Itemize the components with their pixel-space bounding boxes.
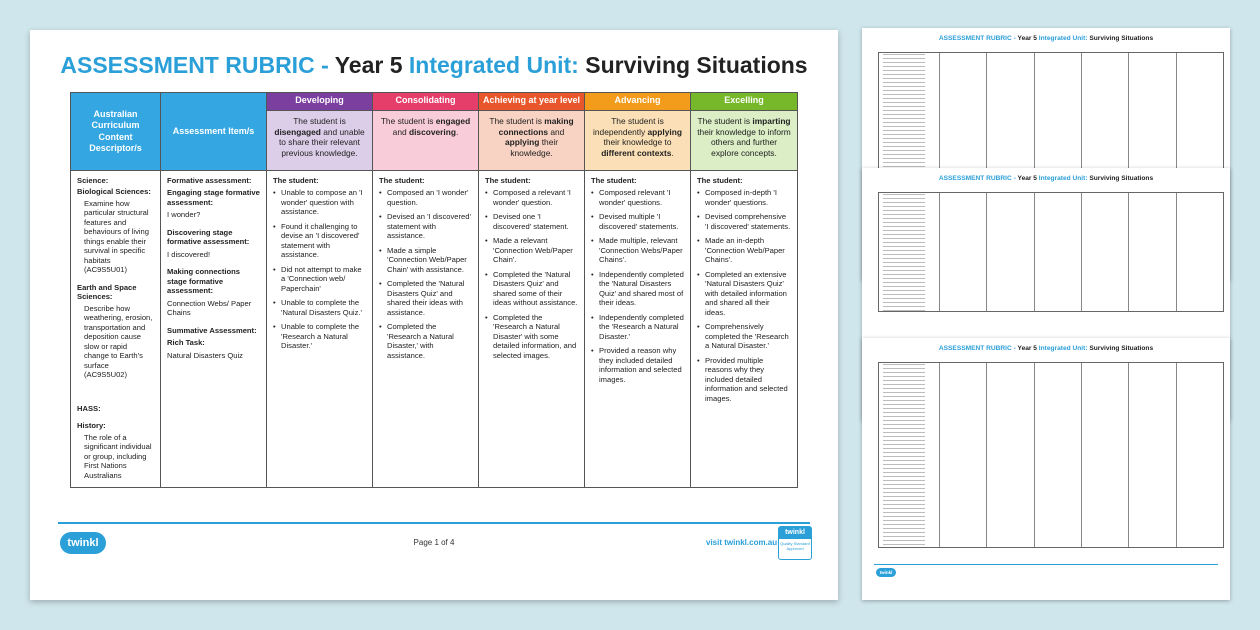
list-item: Unable to complete the 'Natural Disaster… [273, 298, 366, 317]
list-item: Completed the 'Natural Disasters Quiz' a… [379, 279, 472, 317]
bio-text: Examine how particular structural featur… [84, 198, 150, 275]
list-item: Found it challenging to devise an 'I dis… [273, 222, 366, 260]
history-text: The role of a significant individual or … [84, 432, 152, 480]
list-item: Made a relevant 'Connection Web/Paper Ch… [485, 236, 578, 264]
thumbnail-table [878, 192, 1224, 312]
list-item: Provided a reason why they included deta… [591, 346, 684, 384]
list-item: Devised multiple 'I discovered' statemen… [591, 212, 684, 231]
advancing-lead: The student: [591, 176, 637, 185]
achieving-cell: The student: Composed a relevant 'I wond… [478, 169, 585, 489]
list-item: Composed an 'I wonder' question. [379, 188, 472, 207]
thumbnail-twinkl-logo: twinkl [876, 568, 896, 577]
level-developing: Developing [266, 92, 373, 111]
list-item: Comprehensively completed the 'Research … [697, 322, 791, 350]
list-item: Devised one 'I discovered' statement. [485, 212, 578, 231]
connections-heading: Making connections stage formative asses… [167, 267, 240, 296]
consolidating-cell: The student: Composed an 'I wonder' ques… [372, 169, 479, 489]
list-item: Completed the 'Research a Natural Disast… [379, 322, 472, 360]
desc-developing: The student is disengaged and unable to … [266, 110, 373, 171]
visit-link[interactable]: visit twinkl.com.au [706, 538, 778, 547]
earth-heading: Earth and Space Sciences: [77, 282, 137, 302]
twinkl-logo[interactable]: twinkl [60, 532, 106, 554]
achieving-lead: The student: [485, 176, 531, 185]
engaging-heading: Engaging stage formative assessment: [167, 188, 260, 207]
curriculum-cell: Science: Biological Sciences: Examine ho… [70, 169, 161, 489]
list-item: Independently completed the 'Natural Dis… [591, 270, 684, 308]
list-item: Made a simple 'Connection Web/Paper Chai… [379, 246, 472, 274]
desc-excelling: The student is imparting their knowledge… [690, 110, 798, 171]
list-item: Composed a relevant 'I wonder' question. [485, 188, 578, 207]
excelling-cell: The student: Composed in-depth 'I wonder… [690, 169, 798, 489]
developing-cell: The student: Unable to compose an 'I won… [266, 169, 373, 489]
discovering-heading: Discovering stage formative assessment: [167, 227, 250, 247]
list-item: Devised an 'I discovered' statement with… [379, 212, 472, 240]
list-item: Made an in-depth 'Connection Web/Paper C… [697, 236, 791, 264]
earth-text: Describe how weathering, erosion, transp… [84, 303, 153, 380]
assessment-cell: Formative assessment: Engaging stage for… [160, 169, 267, 489]
badge-text: Quality Standard Approved [780, 541, 810, 551]
title-part-2: Year 5 [334, 52, 409, 78]
thumbnail-title: ASSESSMENT RUBRIC - Year 5 Integrated Un… [938, 35, 1154, 42]
thumbnail-table [878, 362, 1224, 548]
level-advancing: Advancing [584, 92, 691, 111]
thumbnail-footer-divider [874, 564, 1218, 565]
list-item: Made multiple, relevant 'Connection Webs… [591, 236, 684, 264]
list-item: Completed an extensive 'Natural Disaster… [697, 270, 791, 317]
consolidating-lead: The student: [379, 176, 425, 185]
excelling-lead: The student: [697, 176, 743, 185]
thumbnail-title: ASSESSMENT RUBRIC - Year 5 Integrated Un… [938, 175, 1154, 182]
quality-badge: twinkl Quality Standard Approved [778, 526, 812, 560]
discovering-text: I discovered! [167, 249, 211, 259]
science-heading: Science: [77, 176, 109, 185]
page-title: ASSESSMENT RUBRIC - Year 5 Integrated Un… [30, 52, 838, 79]
list-item: Completed the 'Research a Natural Disast… [485, 313, 578, 360]
desc-consolidating: The student is engaged and discovering. [372, 110, 479, 171]
thumbnail-page-4[interactable]: ASSESSMENT RUBRIC - Year 5 Integrated Un… [862, 338, 1230, 600]
rubric-page: ASSESSMENT RUBRIC - Year 5 Integrated Un… [30, 30, 838, 600]
rubric-table: Australian Curriculum Content Descriptor… [70, 92, 798, 489]
list-item: Provided multiple reasons why they inclu… [697, 356, 791, 403]
header-assessment: Assessment Item/s [160, 92, 267, 171]
header-curriculum: Australian Curriculum Content Descriptor… [70, 92, 161, 171]
connections-text: Connection Webs/ Paper Chains [167, 298, 252, 318]
list-item: Unable to compose an 'I wonder' question… [273, 188, 366, 216]
bio-heading: Biological Sciences: [77, 187, 151, 197]
page-number: Page 1 of 4 [413, 538, 455, 547]
list-item: Completed the 'Natural Disasters Quiz' a… [485, 270, 578, 308]
desc-advancing: The student is independently applying th… [584, 110, 691, 171]
list-item: Composed in-depth 'I wonder' questions. [697, 188, 791, 207]
list-item: Did not attempt to make a 'Connection we… [273, 265, 366, 293]
history-heading: History: [77, 421, 106, 431]
developing-lead: The student: [273, 176, 319, 185]
footer-divider [58, 522, 810, 524]
engaging-text: I wonder? [167, 210, 201, 220]
rich-task-heading: Rich Task: [167, 338, 205, 348]
title-part-1: ASSESSMENT RUBRIC - [60, 52, 335, 78]
list-item: Composed relevant 'I wonder' questions. [591, 188, 684, 207]
level-consolidating: Consolidating [372, 92, 479, 111]
summative-heading: Summative Assessment: [167, 325, 257, 335]
formative-heading: Formative assessment: [167, 176, 252, 185]
list-item: Unable to complete the 'Research a Natur… [273, 322, 366, 350]
list-item: Devised comprehensive 'I discovered' sta… [697, 212, 791, 231]
level-achieving: Achieving at year level [478, 92, 585, 111]
hass-heading: HASS: [77, 403, 101, 413]
title-part-3: Integrated Unit: [408, 52, 586, 78]
badge-logo: twinkl [779, 527, 811, 539]
level-excelling: Excelling [690, 92, 798, 111]
advancing-cell: The student: Composed relevant 'I wonder… [584, 169, 691, 489]
title-part-4: Surviving Situations [585, 52, 808, 78]
list-item: Independently completed the 'Research a … [591, 313, 684, 341]
desc-achieving: The student is making connections and ap… [478, 110, 585, 171]
thumbnail-title: ASSESSMENT RUBRIC - Year 5 Integrated Un… [938, 345, 1154, 352]
thumbnail-table [878, 52, 1224, 172]
rich-task-text: Natural Disasters Quiz [167, 350, 243, 360]
